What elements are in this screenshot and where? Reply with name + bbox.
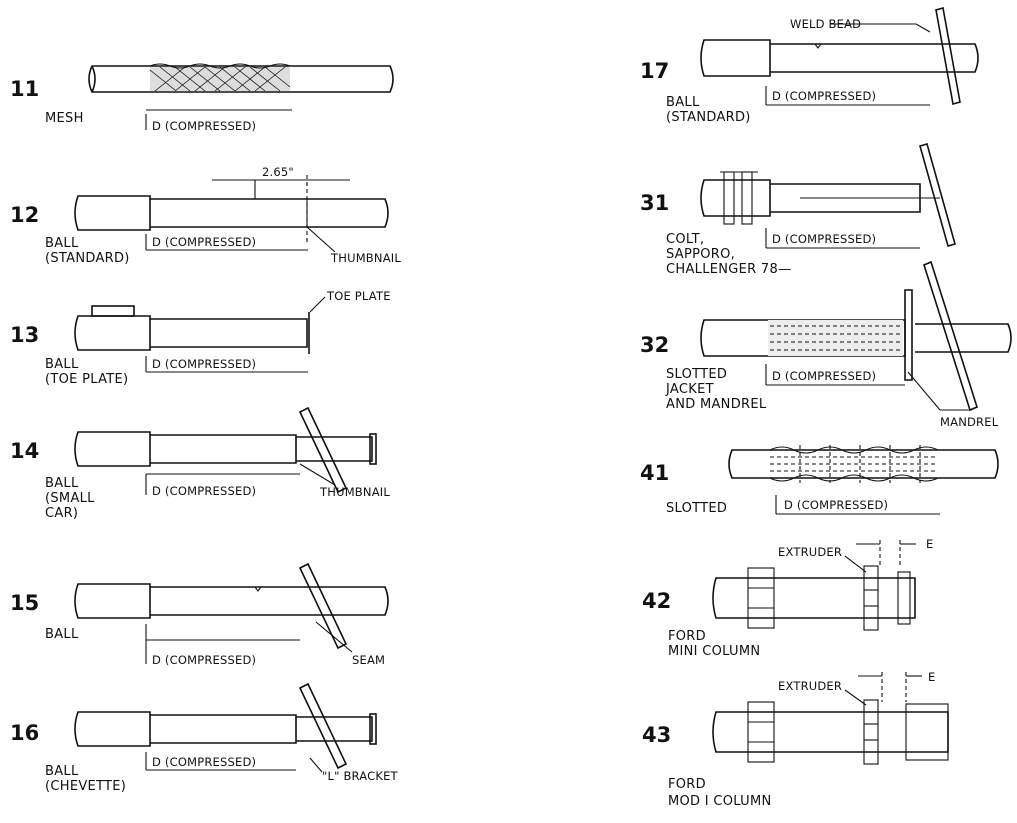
figure-14: 14 THUMBNAIL BALL (SMALL CAR) D (COMPRES…: [10, 406, 390, 521]
figure-31: 31 COLT, SAPPORO, CHALLENGER 78— D (COMP…: [640, 143, 956, 277]
dimension-label: D (COMPRESSED): [152, 484, 256, 498]
figure-label: SLOTTED: [666, 367, 727, 382]
figure-label: MESH: [45, 111, 84, 126]
figure-label-2: (TOE PLATE): [45, 372, 128, 387]
figure-16: 16 "L" BRACKET BALL (CHEVETTE) D (COMPRE…: [10, 682, 399, 794]
figure-11: 11 MESH D (COMPRESSED): [10, 63, 394, 133]
figure-label-3: CAR): [45, 506, 78, 521]
column-shaft: [700, 39, 979, 77]
figure-number: 14: [10, 439, 39, 463]
side-label: E: [926, 537, 933, 551]
callout-label: SEAM: [352, 653, 385, 667]
figure-label-2: (STANDARD): [45, 251, 130, 266]
figure-43: 43 EXTRUDER E FORD MOD I COLUMN: [642, 670, 949, 809]
figure-42: 42 EXTRUDER E FORD MINI COLUMN: [642, 537, 933, 659]
figure-number: 11: [10, 77, 39, 101]
figure-label: BALL: [45, 627, 79, 642]
dimension-label: D (COMPRESSED): [772, 89, 876, 103]
callout-label: MANDREL: [940, 415, 999, 429]
slotted-section: [768, 320, 903, 356]
dimension-label: D (COMPRESSED): [772, 232, 876, 246]
figure-label-2: SAPPORO,: [666, 247, 735, 262]
callout-label: TOE PLATE: [326, 289, 391, 303]
column-shaft: [74, 315, 308, 351]
dimension-label: D (COMPRESSED): [152, 653, 256, 667]
column-shaft: [74, 195, 389, 231]
figure-number: 17: [640, 59, 669, 83]
figure-13: 13 TOE PLATE BALL (TOE PLATE) D (COMPRES…: [10, 289, 391, 387]
mesh-section: [149, 63, 291, 92]
figure-label: BALL: [45, 764, 79, 779]
figure-label-2: (STANDARD): [666, 110, 751, 125]
figure-label: BALL: [45, 236, 79, 251]
bracket-plate: [298, 406, 348, 494]
column-shaft: [74, 583, 389, 619]
figure-label: FORD: [668, 629, 706, 644]
figure-label-2: (CHEVETTE): [45, 779, 126, 794]
figure-number: 43: [642, 723, 671, 747]
dimension-label: D (COMPRESSED): [152, 755, 256, 769]
figure-12: 12 2.65" BALL (STANDARD) D (COMPRESSED) …: [10, 165, 401, 266]
figure-label: FORD: [668, 777, 706, 792]
figure-32: 32 MANDREL SLOTTED JACKET AND MANDREL D …: [640, 260, 1012, 429]
figure-label: SLOTTED: [666, 501, 727, 516]
figure-number: 13: [10, 323, 39, 347]
column-shaft: [712, 711, 949, 753]
top-dimension-label: 2.65": [262, 165, 294, 179]
figure-number: 31: [640, 191, 669, 215]
figure-number: 15: [10, 591, 39, 615]
column-shaft: [88, 65, 394, 93]
slotted-section: [769, 445, 939, 483]
figure-label-2: (SMALL: [45, 491, 95, 506]
column-shaft: [74, 711, 373, 747]
figure-number: 32: [640, 333, 669, 357]
callout-label: "L" BRACKET: [322, 769, 399, 783]
figure-label-3: CHALLENGER 78—: [666, 262, 791, 277]
callout-label: EXTRUDER: [778, 545, 842, 559]
callout-label: WELD BEAD: [790, 17, 861, 31]
figure-15: 15 SEAM BALL D (COMPRESSED): [10, 562, 389, 667]
mandrel: [923, 260, 978, 412]
dimension-label: D (COMPRESSED): [784, 498, 888, 512]
callout-label: THUMBNAIL: [319, 485, 390, 499]
dimension-label: D (COMPRESSED): [152, 119, 256, 133]
l-bracket-plate: [298, 682, 348, 770]
figure-number: 12: [10, 203, 39, 227]
dimension-label: D (COMPRESSED): [152, 235, 256, 249]
figure-label: BALL: [45, 476, 79, 491]
toe-plate-top: [91, 305, 135, 317]
figure-label-2: MINI COLUMN: [668, 644, 760, 659]
figure-number: 16: [10, 721, 39, 745]
column-shaft: [728, 449, 999, 479]
figure-label-3: AND MANDREL: [666, 397, 767, 412]
figure-label-2: JACKET: [665, 382, 714, 397]
weld-bead-plate: [935, 6, 961, 106]
figure-number: 42: [642, 589, 671, 613]
figure-label: BALL: [45, 357, 79, 372]
figure-41: 41 SLOTTED D (COMPRESSED): [640, 445, 999, 516]
side-label: E: [928, 670, 935, 684]
seam-plate: [298, 562, 348, 650]
figure-17: 17 WELD BEAD BALL (STANDARD) D (COMPRESS…: [640, 6, 979, 125]
figure-label: COLT,: [666, 232, 704, 247]
column-shaft: [712, 577, 916, 619]
callout-label: EXTRUDER: [778, 679, 842, 693]
callout-label: THUMBNAIL: [330, 251, 401, 265]
figure-number: 41: [640, 461, 669, 485]
figure-label-2: MOD I COLUMN: [668, 794, 772, 809]
figure-label: BALL: [666, 95, 700, 110]
dimension-label: D (COMPRESSED): [152, 357, 256, 371]
dimension-label: D (COMPRESSED): [772, 369, 876, 383]
mounting-plate: [919, 143, 956, 247]
